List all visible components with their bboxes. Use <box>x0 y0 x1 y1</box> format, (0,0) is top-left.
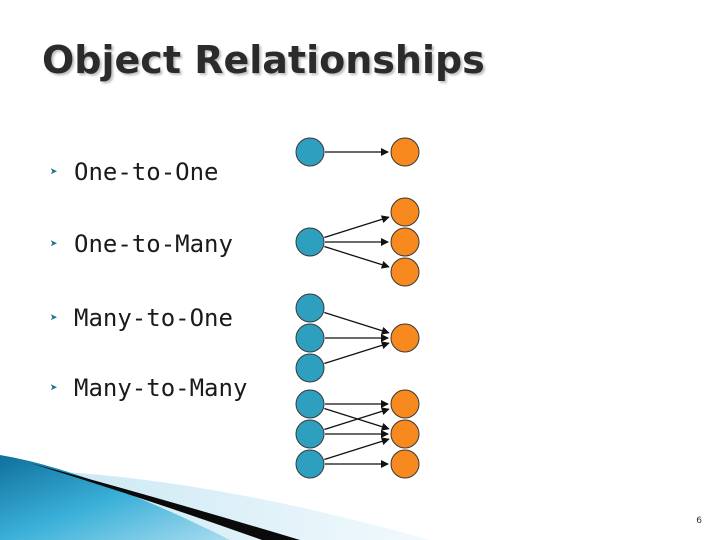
bullet-label: One-to-Many <box>74 230 233 258</box>
source-node <box>295 419 325 449</box>
bullet-arrow-icon: ➤ <box>50 380 58 396</box>
target-node <box>390 389 420 419</box>
target-node <box>390 449 420 479</box>
relationship-arrow <box>324 341 390 365</box>
bullet-one-to-one: ➤ One-to-One <box>50 158 219 186</box>
target-node <box>390 257 420 287</box>
bullet-one-to-many: ➤ One-to-Many <box>50 230 233 258</box>
relationship-arrow <box>324 215 390 239</box>
relationship-arrow <box>324 245 390 269</box>
source-node <box>295 389 325 419</box>
relationship-arrow <box>324 437 390 461</box>
bullet-many-to-one: ➤ Many-to-One <box>50 304 233 332</box>
relationship-arrow <box>324 311 390 335</box>
bullet-label: Many-to-Many <box>74 374 248 402</box>
source-node <box>295 293 325 323</box>
source-node <box>295 227 325 257</box>
page-number: 6 <box>696 516 702 526</box>
bullet-label: One-to-One <box>74 158 219 186</box>
target-node <box>390 419 420 449</box>
slide-title: Object Relationships <box>42 38 485 82</box>
target-node <box>390 323 420 353</box>
relationship-nodes <box>295 137 420 479</box>
relationship-edges <box>324 148 390 468</box>
source-node <box>295 323 325 353</box>
corner-blue-swoosh <box>0 455 230 540</box>
bullet-arrow-icon: ➤ <box>50 236 58 252</box>
bullet-label: Many-to-One <box>74 304 233 332</box>
source-node <box>295 137 325 167</box>
target-node <box>390 227 420 257</box>
corner-dark-stripe <box>30 463 300 540</box>
source-node <box>295 353 325 383</box>
bullet-list: ➤ One-to-One ➤ One-to-Many ➤ Many-to-One… <box>0 0 290 540</box>
bullet-arrow-icon: ➤ <box>50 310 58 326</box>
target-node <box>390 197 420 227</box>
target-node <box>390 137 420 167</box>
bullet-arrow-icon: ➤ <box>50 164 58 180</box>
source-node <box>295 449 325 479</box>
relationship-arrow <box>324 407 390 431</box>
bullet-many-to-many: ➤ Many-to-Many <box>50 374 247 402</box>
